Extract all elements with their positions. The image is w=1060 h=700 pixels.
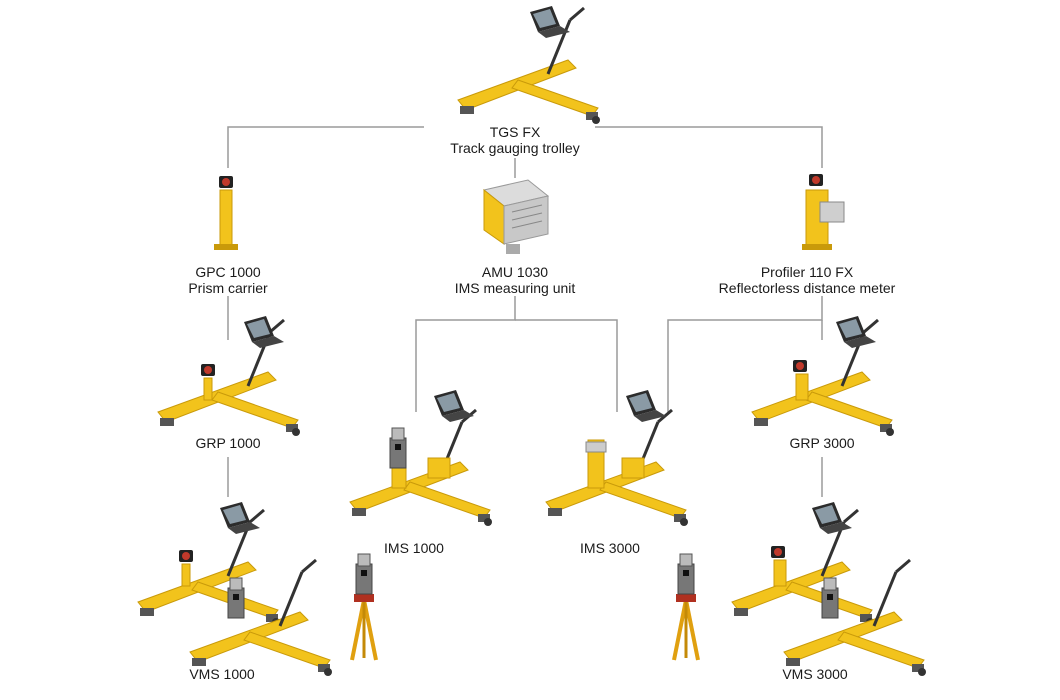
vms-1000-title: VMS 1000 bbox=[189, 666, 255, 682]
tgs-fx-title: TGS FX bbox=[489, 124, 541, 140]
ims-3000-title: IMS 3000 bbox=[580, 540, 640, 556]
vms-1000-label: VMS 1000 bbox=[172, 666, 272, 682]
grp-3000-image bbox=[750, 316, 896, 438]
connector-tgs-gpc bbox=[227, 126, 424, 168]
profiler-110-label: Profiler 110 FX Reflectorless distance m… bbox=[692, 264, 922, 296]
amu-1030-image bbox=[482, 179, 550, 254]
grp-1000-label: GRP 1000 bbox=[178, 435, 278, 451]
profiler-110-image bbox=[802, 174, 845, 250]
ims-1000-image bbox=[348, 390, 494, 528]
gpc-1000-image bbox=[214, 176, 238, 250]
profiler-110-title: Profiler 110 FX bbox=[760, 264, 854, 280]
vms-1000-image bbox=[136, 502, 378, 678]
connector-amu-ims3000 bbox=[515, 319, 618, 412]
gpc-1000-subtitle: Prism carrier bbox=[188, 280, 268, 296]
ims-1000-label: IMS 1000 bbox=[364, 540, 464, 556]
tgs-fx-subtitle: Track gauging trolley bbox=[450, 140, 580, 156]
amu-1030-subtitle: IMS measuring unit bbox=[454, 280, 576, 296]
amu-1030-title: AMU 1030 bbox=[481, 264, 549, 280]
vms-3000-image bbox=[672, 502, 928, 678]
tgs-fx-image bbox=[456, 6, 602, 126]
profiler-110-subtitle: Reflectorless distance meter bbox=[718, 280, 896, 296]
connector-profiler-ims3000 bbox=[667, 296, 823, 412]
grp-1000-title: GRP 1000 bbox=[195, 435, 261, 451]
gpc-1000-title: GPC 1000 bbox=[195, 264, 261, 280]
connector-tgs-profiler bbox=[595, 126, 823, 168]
ims-3000-image bbox=[544, 390, 690, 528]
connector-lines bbox=[227, 126, 823, 497]
grp-3000-label: GRP 3000 bbox=[772, 435, 872, 451]
ims-1000-title: IMS 1000 bbox=[384, 540, 444, 556]
grp-1000-image bbox=[156, 316, 302, 438]
ims-3000-label: IMS 3000 bbox=[560, 540, 660, 556]
vms-3000-title: VMS 3000 bbox=[782, 666, 848, 682]
amu-1030-label: AMU 1030 IMS measuring unit bbox=[415, 264, 615, 296]
grp-3000-title: GRP 3000 bbox=[789, 435, 855, 451]
connector-amu-ims bbox=[415, 296, 516, 412]
vms-3000-label: VMS 3000 bbox=[765, 666, 865, 682]
tgs-fx-label: TGS FX Track gauging trolley bbox=[420, 124, 610, 156]
gpc-1000-label: GPC 1000 Prism carrier bbox=[148, 264, 308, 296]
